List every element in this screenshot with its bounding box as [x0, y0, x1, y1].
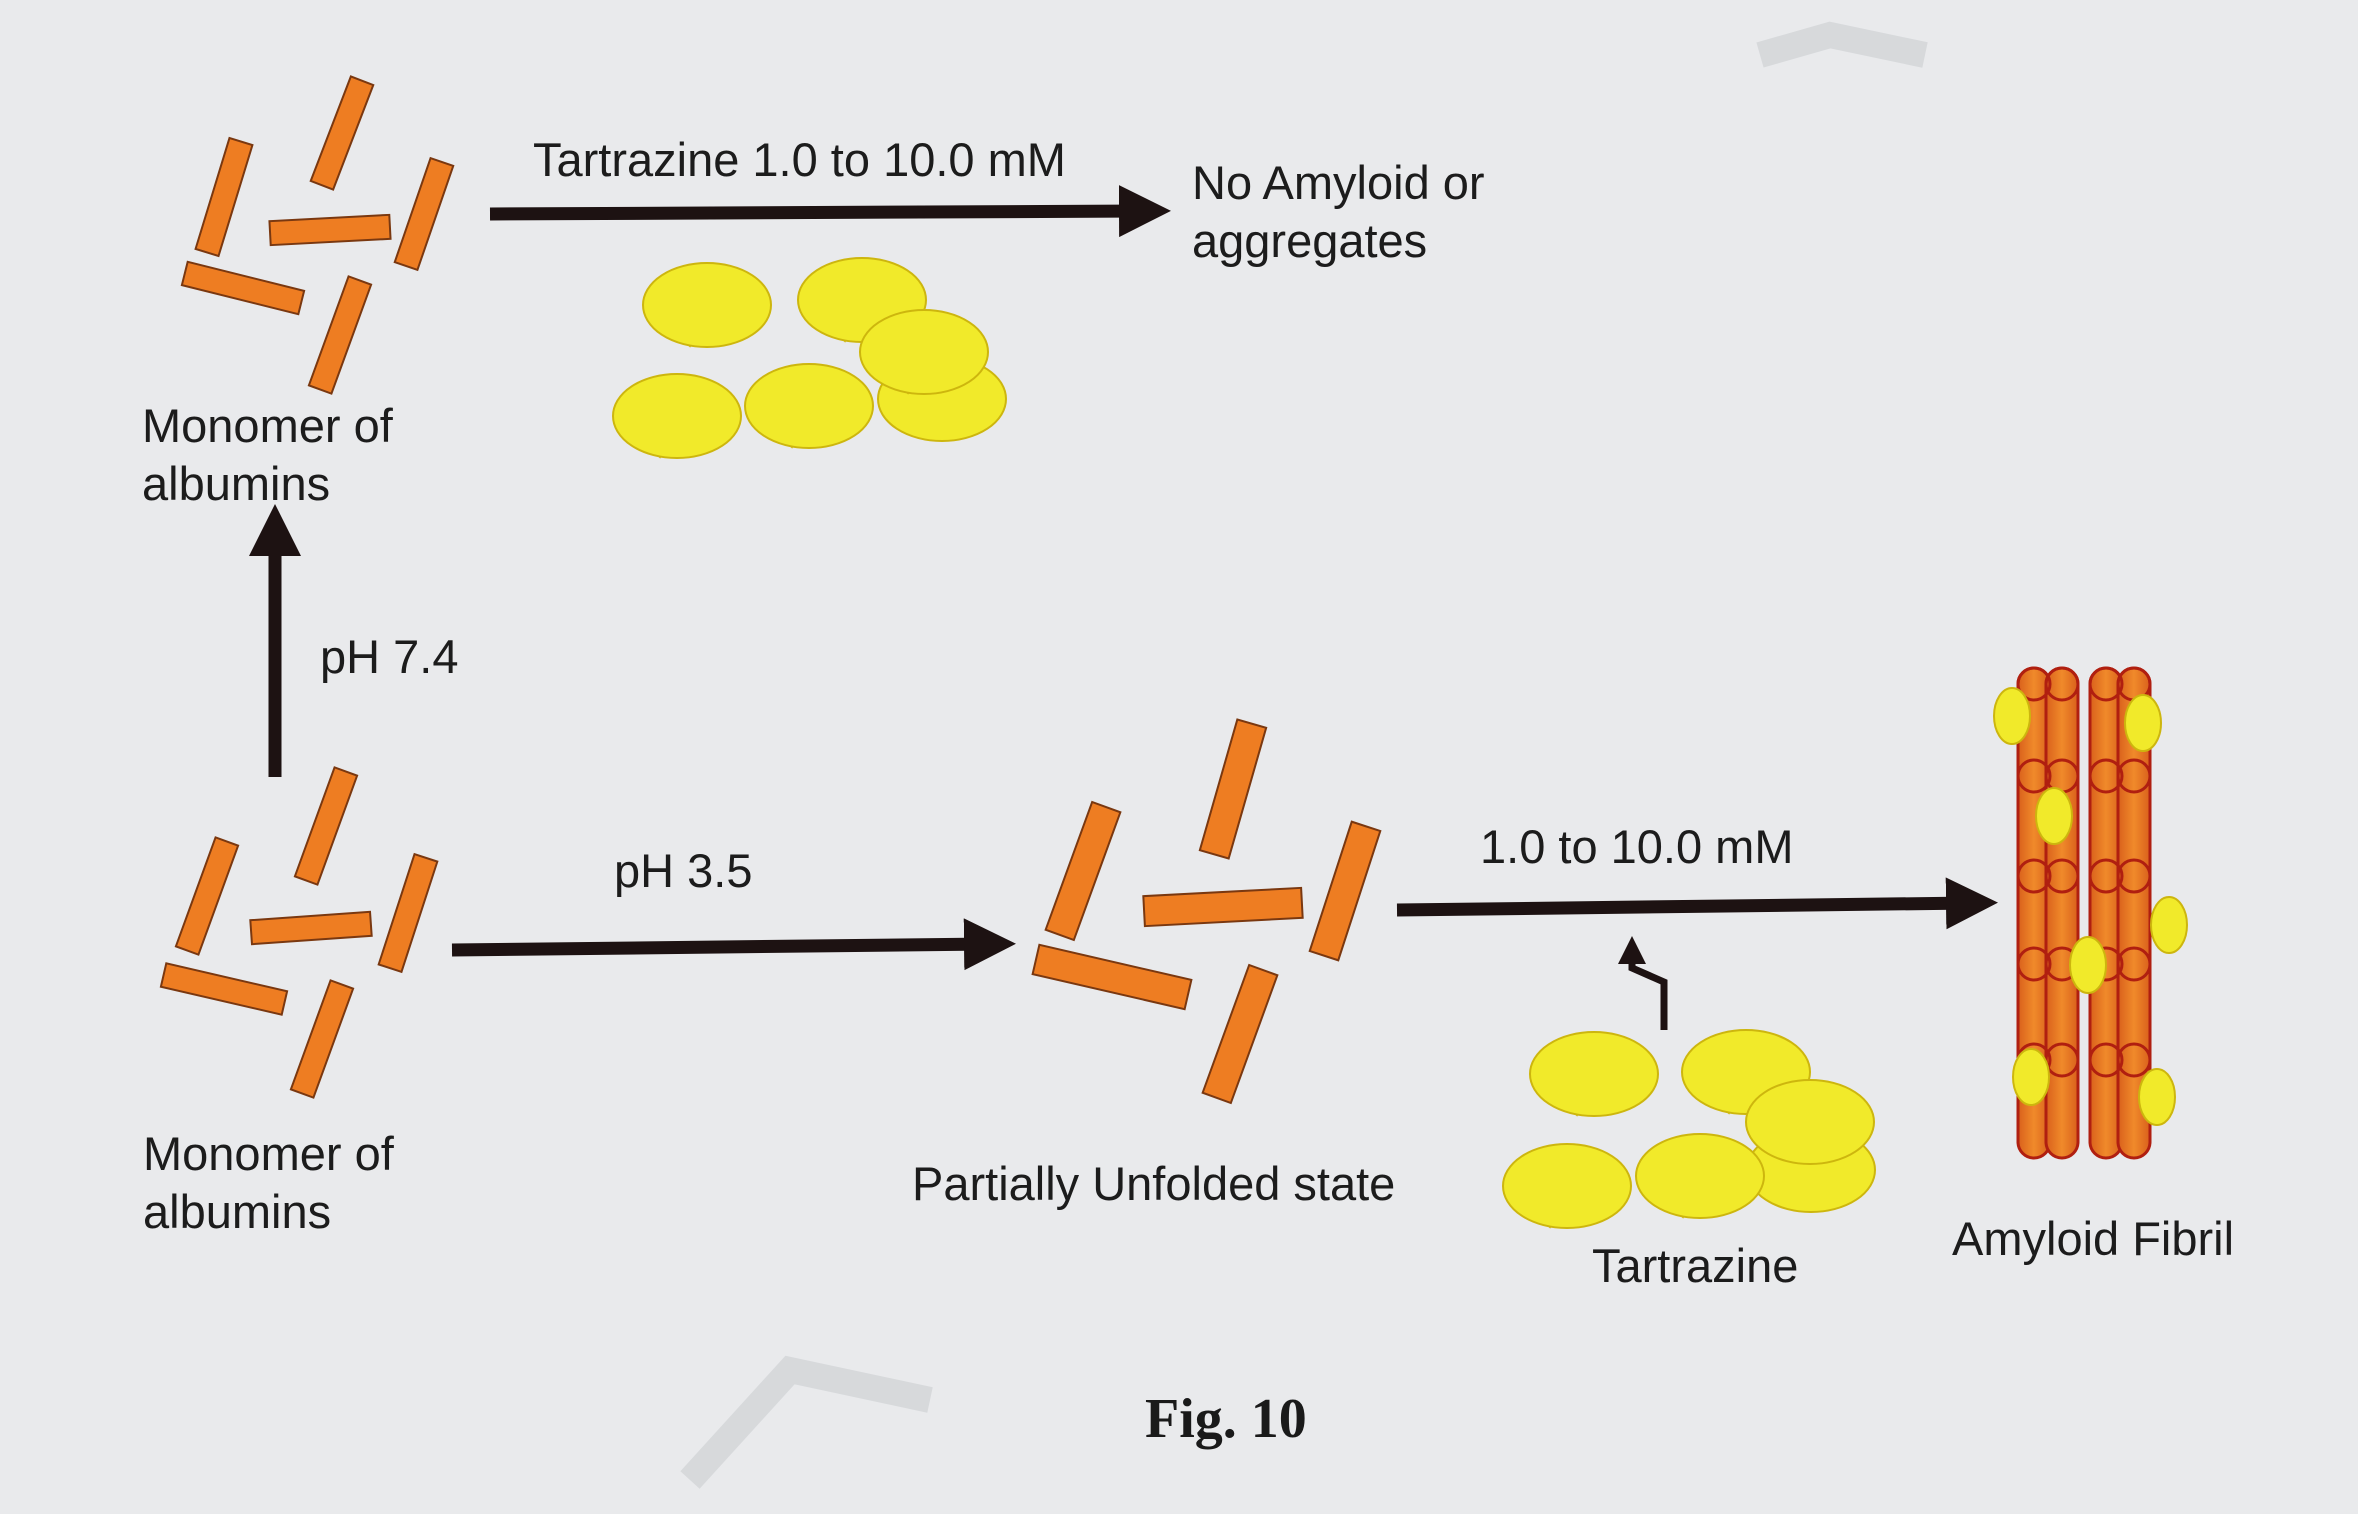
label-concentration: 1.0 to 10.0 mM	[1480, 820, 1794, 873]
label-amyloid-fibril: Amyloid Fibril	[1952, 1212, 2235, 1265]
arrows	[249, 185, 1998, 1030]
label-ph-3-5: pH 3.5	[614, 844, 753, 897]
label-top-monomer: Monomer of albumins	[142, 399, 393, 510]
label-unfolded-state: Partially Unfolded state	[912, 1157, 1396, 1210]
rod-cluster-bottom-left	[159, 766, 439, 1099]
bubbles-bottom	[1502, 1029, 1876, 1229]
label-bottom-monomer: Monomer of albumins	[143, 1127, 394, 1238]
amyloid-fibril	[1993, 666, 2188, 1160]
label-ph-7-4: pH 7.4	[320, 630, 459, 683]
label-tartrazine: Tartrazine	[1592, 1239, 1799, 1292]
rod-cluster-top	[180, 75, 455, 395]
watermark	[680, 21, 1928, 1489]
label-no-amyloid: No Amyloid or aggregates	[1192, 156, 1485, 267]
rod-cluster-unfolded	[1031, 718, 1382, 1105]
figure-caption: Fig. 10	[1145, 1388, 1307, 1450]
bubbles-top	[612, 257, 1007, 459]
label-top-reaction: Tartrazine 1.0 to 10.0 mM	[533, 133, 1066, 186]
